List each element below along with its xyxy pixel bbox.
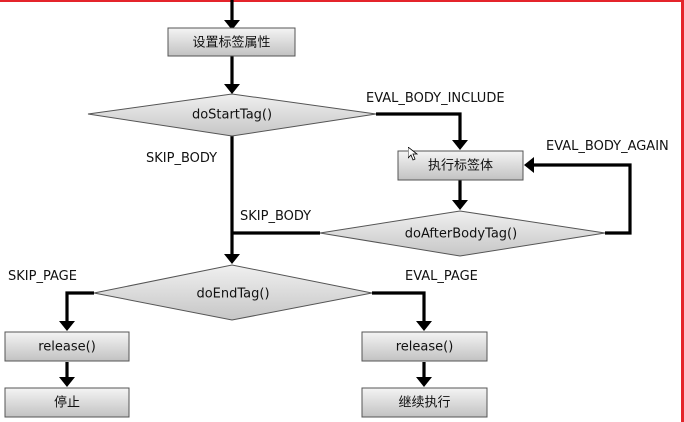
frame-right-border bbox=[681, 0, 684, 422]
node-release-left-label: release() bbox=[38, 340, 96, 355]
node-exec-body-label: 执行标签体 bbox=[428, 158, 493, 174]
arrowhead-release-to-continue bbox=[416, 377, 432, 387]
edge-start-to-body bbox=[376, 112, 462, 140]
label-skip-body-after: SKIP_BODY bbox=[240, 209, 311, 224]
arrowhead-end-to-release-right bbox=[416, 321, 432, 331]
arrowhead-body-to-after bbox=[452, 200, 468, 210]
label-eval-body-again: EVAL_BODY_AGAIN bbox=[546, 139, 669, 154]
node-stop: 停止 bbox=[4, 387, 130, 418]
node-set-attrs-label: 设置标签属性 bbox=[192, 35, 270, 51]
node-do-after-body-tag: doAfterBodyTag() bbox=[319, 210, 606, 257]
node-stop-label: 停止 bbox=[54, 395, 80, 411]
edge-end-to-release-right bbox=[372, 291, 426, 321]
arrowhead-attrs-to-start bbox=[224, 84, 240, 94]
node-set-attrs: 设置标签属性 bbox=[167, 27, 296, 57]
arrowhead-after-loop-again bbox=[524, 157, 534, 173]
node-release-left: release() bbox=[4, 331, 130, 362]
node-do-after-body-tag-label: doAfterBodyTag() bbox=[405, 227, 517, 242]
edge-labels: EVAL_BODY_INCLUDE EVAL_BODY_AGAIN SKIP_B… bbox=[8, 91, 669, 284]
frame-top-border bbox=[0, 0, 684, 2]
node-do-start-tag: doStartTag() bbox=[87, 93, 377, 137]
node-continue-label: 继续执行 bbox=[398, 396, 450, 411]
edges bbox=[59, 0, 632, 387]
edge-end-to-release-left bbox=[65, 291, 94, 321]
edge-after-loop-again bbox=[534, 163, 632, 235]
node-release-right-label: release() bbox=[396, 340, 454, 355]
node-continue: 继续执行 bbox=[361, 387, 488, 418]
label-skip-page: SKIP_PAGE bbox=[8, 269, 77, 284]
node-do-end-tag: doEndTag() bbox=[93, 264, 373, 321]
arrowhead-end-to-release-left bbox=[59, 321, 75, 331]
node-do-start-tag-label: doStartTag() bbox=[192, 108, 272, 123]
label-eval-body-include: EVAL_BODY_INCLUDE bbox=[366, 91, 505, 106]
arrowhead-release-to-stop bbox=[59, 377, 75, 387]
mouse-cursor-icon bbox=[408, 147, 418, 161]
arrowhead-entry bbox=[224, 20, 240, 30]
label-eval-page: EVAL_PAGE bbox=[405, 269, 478, 284]
arrowhead-start-to-end bbox=[224, 254, 240, 264]
node-exec-body: 执行标签体 bbox=[397, 150, 524, 181]
node-release-right: release() bbox=[361, 331, 488, 362]
node-do-end-tag-label: doEndTag() bbox=[196, 287, 269, 302]
arrowhead-start-to-body bbox=[452, 140, 468, 150]
label-skip-body-start: SKIP_BODY bbox=[146, 151, 217, 166]
